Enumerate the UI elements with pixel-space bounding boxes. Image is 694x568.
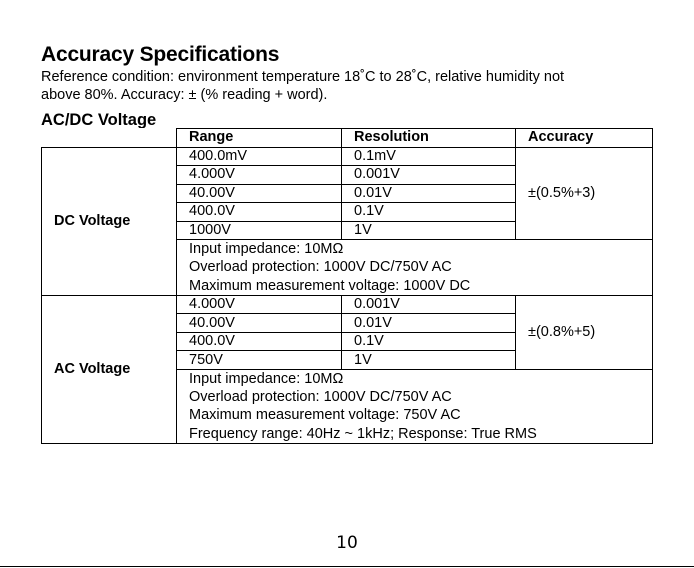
range-cell: 750V xyxy=(176,350,342,370)
header-resolution: Resolution xyxy=(341,128,516,148)
table-row: 400.0V 0.1V xyxy=(42,331,653,352)
section-title: AC/DC Voltage xyxy=(41,111,157,129)
note-line: Maximum measurement voltage: 1000V DC xyxy=(189,277,471,294)
table-row: Input impedance: 10MΩ Overload protectio… xyxy=(42,239,653,296)
page-title: Accuracy Specifications xyxy=(41,43,280,66)
range-cell: 4.000V xyxy=(176,165,342,185)
dc-accuracy-cell: ±(0.5%+3) xyxy=(515,146,653,240)
resolution-cell: 0.01V xyxy=(341,183,516,203)
bottom-divider xyxy=(0,566,694,567)
header-accuracy: Accuracy xyxy=(515,128,653,148)
range-cell: 400.0V xyxy=(176,331,342,352)
voltage-spec-table: Range Resolution Accuracy DC Voltage 400… xyxy=(41,128,653,445)
note-line: Maximum measurement voltage: 750V AC xyxy=(189,407,461,424)
table-row: 750V 1V xyxy=(42,350,653,370)
ac-notes-cell: Input impedance: 10MΩ Overload protectio… xyxy=(176,368,653,445)
range-cell: 400.0V xyxy=(176,202,342,222)
table-row: DC Voltage 400.0mV 0.1mV ±(0.5%+3) xyxy=(41,146,653,296)
range-cell: 400.0mV xyxy=(176,146,342,166)
page-number: 10 xyxy=(336,533,358,553)
resolution-cell: 1V xyxy=(341,350,516,370)
reference-line-2: above 80%. Accuracy: ± (% reading + word… xyxy=(41,87,328,103)
table-header-row: Range Resolution Accuracy xyxy=(41,128,653,148)
resolution-cell: 0.01V xyxy=(341,313,516,333)
resolution-cell: 0.1V xyxy=(341,202,516,222)
note-line: Frequency range: 40Hz ~ 1kHz; Response: … xyxy=(189,425,537,442)
note-line: Input impedance: 10MΩ xyxy=(189,241,344,257)
resolution-cell: 0.1V xyxy=(341,331,516,352)
ac-accuracy-cell: ±(0.8%+5) xyxy=(515,294,653,370)
dc-notes-cell: Input impedance: 10MΩ Overload protectio… xyxy=(176,239,653,296)
table-row: 400.0V 0.1V xyxy=(42,202,653,222)
range-cell: 1000V xyxy=(176,220,342,240)
range-cell: 40.00V xyxy=(176,183,342,203)
reference-line-1: Reference condition: environment tempera… xyxy=(41,69,565,85)
header-range: Range xyxy=(176,128,342,148)
note-line: Overload protection: 1000V DC/750V AC xyxy=(189,389,452,406)
ac-voltage-label: AC Voltage xyxy=(41,294,177,445)
range-cell: 4.000V xyxy=(176,294,342,315)
header-blank-cell xyxy=(41,128,177,148)
table-row: 4.000V 0.001V xyxy=(42,165,653,185)
resolution-cell: 0.001V xyxy=(341,294,516,315)
resolution-cell: 0.001V xyxy=(341,165,516,185)
table-row: 40.00V 0.01V xyxy=(42,183,653,203)
note-line: Overload protection: 1000V DC/750V AC xyxy=(189,259,452,276)
resolution-cell: 1V xyxy=(341,220,516,240)
reference-condition: Reference condition: environment tempera… xyxy=(41,68,661,104)
table-row: Input impedance: 10MΩ Overload protectio… xyxy=(42,368,653,445)
range-cell: 40.00V xyxy=(176,313,342,333)
note-line: Input impedance: 10MΩ xyxy=(189,370,344,387)
table-row: AC Voltage 4.000V 0.001V ±(0.8%+5) xyxy=(41,294,653,445)
dc-voltage-label: DC Voltage xyxy=(41,146,177,296)
resolution-cell: 0.1mV xyxy=(341,146,516,166)
